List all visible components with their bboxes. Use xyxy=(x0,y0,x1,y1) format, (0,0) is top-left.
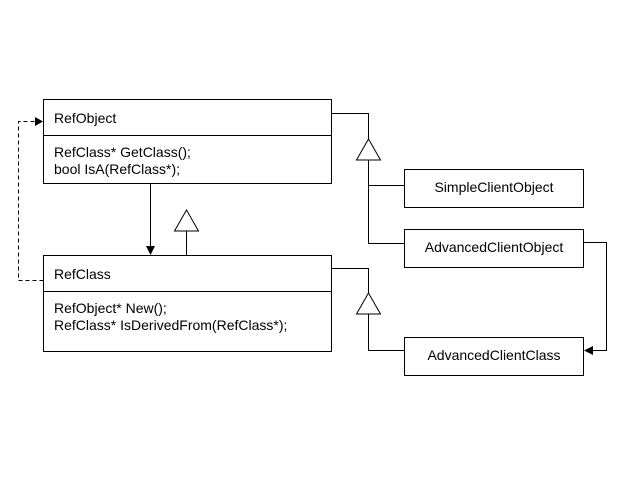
refclass-generalization-triangle xyxy=(355,291,382,315)
refclass-generalization-stem xyxy=(331,268,369,293)
refclass-method-list: RefObject* New(); RefClass* IsDerivedFro… xyxy=(54,300,287,334)
dashed-association-line xyxy=(18,121,44,281)
refobject-class-name: RefObject xyxy=(54,110,117,126)
refobject-method-list: RefClass* GetClass(); bool IsA(RefClass*… xyxy=(54,144,191,178)
client-object-to-client-class-line xyxy=(583,242,607,351)
advanced-client-class-box: AdvancedClientClass xyxy=(404,337,584,376)
advanced-client-object-box: AdvancedClientObject xyxy=(404,229,584,268)
simple-client-object-name: SimpleClientObject xyxy=(434,179,554,195)
refobject-method: bool IsA(RefClass*); xyxy=(54,161,181,177)
refclass-to-refobject-generalization-triangle xyxy=(173,208,200,232)
advanced-client-class-name: AdvancedClientClass xyxy=(427,347,561,363)
refobject-class-box: RefObject RefClass* GetClass(); bool IsA… xyxy=(43,99,332,184)
refclass-generalization-branch xyxy=(368,314,404,351)
refobject-generalization-branches xyxy=(368,160,404,244)
refobject-generalization-triangle xyxy=(355,137,382,161)
refobject-generalization-stem xyxy=(331,113,369,139)
refclass-class-name: RefClass xyxy=(54,266,111,282)
refclass-method: RefClass* IsDerivedFrom(RefClass*); xyxy=(54,317,288,333)
simple-client-object-box: SimpleClientObject xyxy=(404,169,584,208)
refclass-method: RefObject* New(); xyxy=(54,300,167,316)
refclass-arrowhead xyxy=(146,246,155,255)
advanced-client-object-name: AdvancedClientObject xyxy=(424,239,564,255)
refobject-class-header: RefObject xyxy=(44,100,331,136)
dashed-association-arrowhead xyxy=(35,117,43,126)
refclass-class-box: RefClass RefObject* New(); RefClass* IsD… xyxy=(43,255,332,352)
advanced-client-class-arrowhead xyxy=(584,346,593,355)
refclass-class-header: RefClass xyxy=(44,256,331,292)
refobject-method: RefClass* GetClass(); xyxy=(54,144,191,160)
